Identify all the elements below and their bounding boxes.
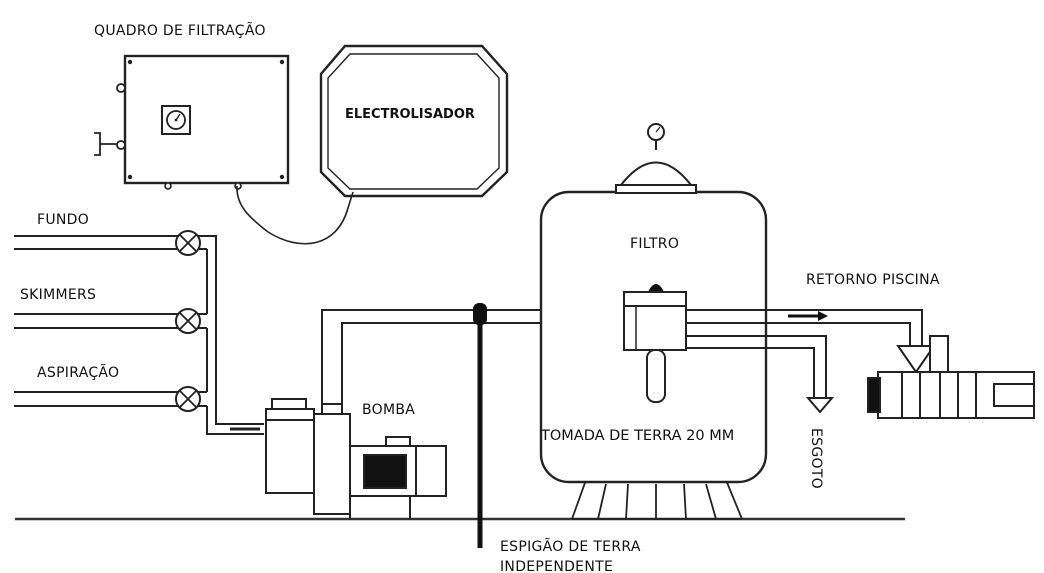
- label-espigao-line2: INDEPENDENTE: [500, 559, 613, 573]
- label-esgoto: ESGOTO: [808, 428, 824, 489]
- label-fundo: FUNDO: [37, 212, 89, 228]
- electrolyzer-unit: [319, 44, 509, 198]
- label-filtro: FILTRO: [630, 236, 679, 252]
- label-skimmers: SKIMMERS: [20, 287, 96, 303]
- return-inlet-fitting: [867, 335, 1035, 419]
- label-quadro: QUADRO DE FILTRAÇÃO: [94, 22, 266, 39]
- earth-rod: [473, 303, 487, 548]
- valve-fundo-icon: [175, 230, 201, 256]
- label-tomada: TOMADA DE TERRA 20 MM: [540, 428, 734, 444]
- label-aspiracao: ASPIRAÇÃO: [37, 364, 119, 381]
- drain-pipe: [686, 335, 835, 414]
- valve-aspiracao-icon: [175, 386, 201, 412]
- pump-unit: [265, 398, 447, 519]
- valve-skimmers-icon: [175, 308, 201, 334]
- label-bomba: BOMBA: [362, 402, 415, 418]
- label-electrolisador: ELECTROLISADOR: [345, 107, 475, 122]
- electrolyzer-cable: [236, 185, 354, 245]
- multiport-valve: [623, 284, 687, 403]
- inlet-pipes: [14, 235, 264, 435]
- pump-to-filter-pipe: [321, 309, 622, 404]
- label-espigao-line1: ESPIGÃO DE TERRA: [500, 538, 641, 555]
- timer-dial-icon: [161, 105, 191, 135]
- label-retorno: RETORNO PISCINA: [806, 272, 940, 288]
- filtration-control-panel: [94, 54, 290, 190]
- return-pipe: [686, 309, 923, 348]
- flow-arrow-icon: [788, 311, 828, 321]
